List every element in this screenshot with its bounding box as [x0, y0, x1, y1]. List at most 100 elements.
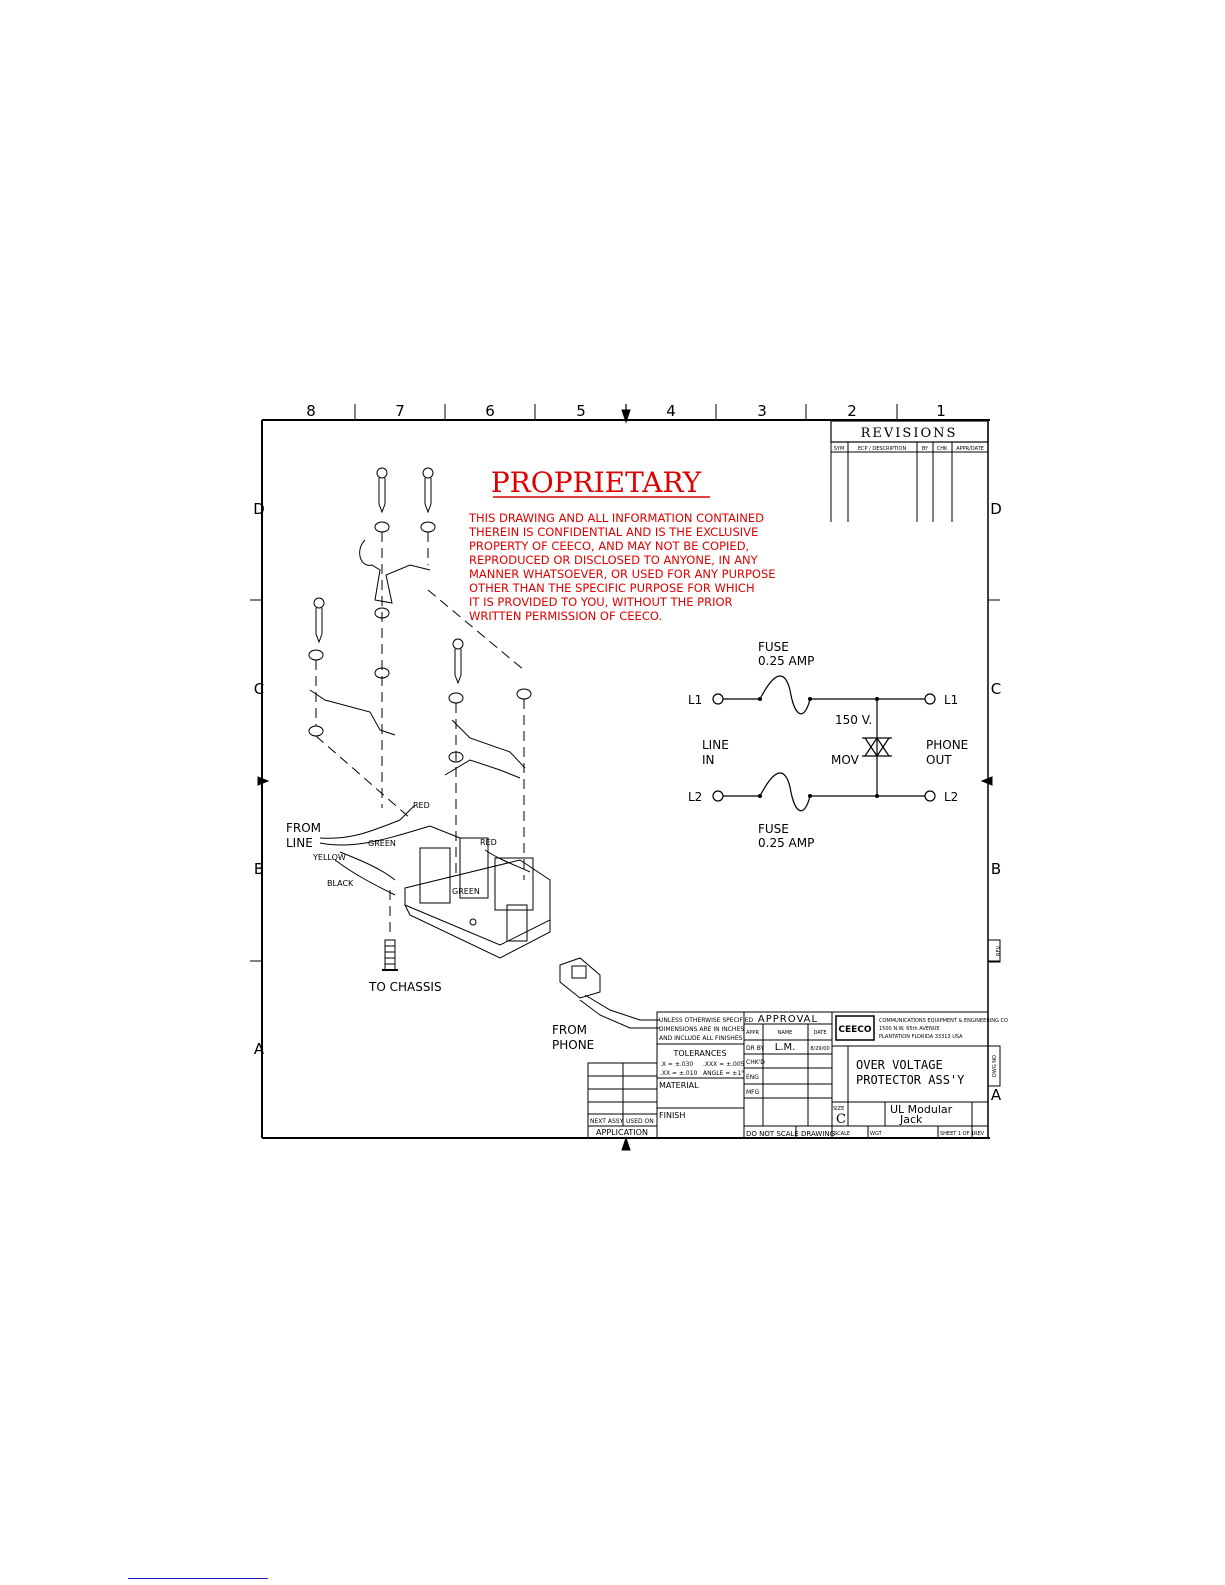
- column-label: 2: [847, 402, 857, 420]
- proprietary-line: WRITTEN PERMISSION OF CEECO.: [469, 609, 662, 623]
- from-line-label: LINE: [286, 836, 313, 850]
- eng-label: ENG: [746, 1074, 759, 1081]
- terminal-l1-in: [712, 693, 724, 705]
- wire-green-label: GREEN: [368, 839, 396, 848]
- l2-out-label: L2: [944, 790, 958, 804]
- row-label: D: [990, 500, 1002, 518]
- next-assy-label: NEXT ASSY: [590, 1118, 624, 1125]
- row-label: D: [253, 500, 265, 518]
- drawing-number: UL Modular: [890, 1103, 953, 1116]
- column-label: 6: [485, 402, 495, 420]
- revisions-headers: SYM ECP / DESCRIPTION BY CHK APPR/DATE: [834, 446, 984, 452]
- wire-bundle: [319, 804, 531, 896]
- column-label: 1: [936, 402, 946, 420]
- row-label: B: [254, 860, 264, 878]
- column-label: 4: [666, 402, 676, 420]
- fuse-label: FUSE: [758, 822, 789, 836]
- terminal-l2-in: [712, 790, 724, 802]
- assembly-labels: FROM LINE RED GREEN YELLOW BLACK RED GRE…: [286, 801, 594, 1052]
- scale-label: SCALE: [834, 1131, 850, 1137]
- note-line: AND INCLUDE ALL FINISHES: [659, 1035, 743, 1042]
- schematic-dots: [758, 697, 879, 798]
- revisions-table: [830, 420, 989, 522]
- chkd-label: CHK'D: [746, 1059, 765, 1066]
- row-label: C: [991, 680, 1001, 698]
- proprietary-line: THIS DRAWING AND ALL INFORMATION CONTAIN…: [468, 511, 764, 525]
- title-block: [587, 939, 1001, 1139]
- note-line: UNLESS OTHERWISE SPECIFIED: [659, 1017, 754, 1024]
- terminal-l2-out: [924, 790, 936, 802]
- l1-out-label: L1: [944, 693, 958, 707]
- jack-housing: [404, 837, 551, 959]
- do-not-scale-label: DO NOT SCALE DRAWING: [746, 1130, 835, 1138]
- screw: [452, 638, 464, 685]
- weight-label: WGT: [870, 1131, 883, 1137]
- phone-out-label: PHONE: [926, 738, 968, 752]
- column-label: 8: [306, 402, 316, 420]
- wire-red-label: RED: [480, 838, 497, 847]
- line-in-label: IN: [702, 753, 715, 767]
- proprietary-title: PROPRIETARY: [491, 466, 702, 499]
- fuse-top: [759, 675, 811, 715]
- material-label: MATERIAL: [659, 1081, 699, 1090]
- appr-header: APPR: [746, 1030, 759, 1036]
- tolerance: ANGLE = ±1°: [703, 1070, 744, 1077]
- proprietary-line: REPRODUCED OR DISCLOSED TO ANYONE, IN AN…: [469, 553, 759, 567]
- terminal-l1-out: [924, 693, 936, 705]
- proprietary-line: MANNER WHATSOEVER, OR USED FOR ANY PURPO…: [469, 567, 776, 581]
- wire-black-label: BLACK: [327, 879, 354, 888]
- mfg-label: MFG: [746, 1089, 760, 1096]
- wire-red-label: RED: [413, 801, 430, 810]
- voltage-label: 150 V.: [835, 713, 872, 727]
- revision-header: BY: [922, 446, 929, 452]
- fuse-bottom: [759, 772, 811, 812]
- from-phone-label: PHONE: [552, 1038, 594, 1052]
- side-dwg-label: DWG NO: [992, 1055, 998, 1077]
- mov-symbol: [862, 736, 892, 758]
- l1-in-label: L1: [688, 693, 702, 707]
- wire-yellow-label: YELLOW: [312, 853, 346, 862]
- company-name: COMMUNICATIONS EQUIPMENT & ENGINEERING C…: [879, 1018, 1008, 1024]
- from-phone-label: FROM: [552, 1023, 587, 1037]
- fuse-rating: 0.25 AMP: [758, 836, 814, 850]
- dr-by-label: DR BY: [746, 1045, 764, 1052]
- line-in-label: LINE: [702, 738, 729, 752]
- proprietary-notice: PROPRIETARY THIS DRAWING AND ALL INFORMA…: [468, 466, 776, 623]
- exploded-assembly: [308, 467, 660, 1029]
- company-city: PLANTATION FLORIDA 33313 USA: [879, 1034, 963, 1040]
- name-header: NAME: [778, 1030, 793, 1036]
- drawing-title: OVER VOLTAGE: [856, 1058, 943, 1072]
- column-label: 7: [395, 402, 405, 420]
- used-on-label: USED ON: [626, 1118, 654, 1125]
- drawing-title: PROTECTOR ASS'Y: [856, 1073, 965, 1087]
- note-line: DIMENSIONS ARE IN INCHES: [659, 1026, 744, 1033]
- proprietary-line: IT IS PROVIDED TO YOU, WITHOUT THE PRIOR: [469, 595, 733, 609]
- tolerances-title: TOLERANCES: [672, 1049, 726, 1058]
- title-block-text: UNLESS OTHERWISE SPECIFIED DIMENSIONS AR…: [590, 945, 1008, 1138]
- dr-by-date: 8/29/00: [810, 1046, 829, 1052]
- column-label: 3: [757, 402, 767, 420]
- application-label: APPLICATION: [596, 1128, 648, 1137]
- revision-header: SYM: [834, 446, 845, 452]
- fuse-label: FUSE: [758, 640, 789, 654]
- side-rev-label: REV: [996, 945, 1002, 956]
- fuse-rating: 0.25 AMP: [758, 654, 814, 668]
- from-line-label: FROM: [286, 821, 321, 835]
- row-label: A: [254, 1040, 265, 1058]
- dr-by-name: L.M.: [775, 1042, 796, 1053]
- to-chassis-label: TO CHASSIS: [368, 980, 442, 994]
- schematic-labels: FUSE 0.25 AMP L1 L1 L2 L2 LINE IN PHONE …: [688, 640, 968, 850]
- tolerance: .XXX = ±.005: [703, 1061, 745, 1068]
- finish-label: FINISH: [659, 1111, 685, 1120]
- size-label: SIZE: [833, 1106, 844, 1112]
- screw: [422, 467, 434, 514]
- proprietary-line: OTHER THAN THE SPECIFIC PURPOSE FOR WHIC…: [469, 581, 755, 595]
- size-value: C: [836, 1112, 846, 1127]
- chassis-screw: [382, 939, 398, 971]
- column-label: 5: [576, 402, 586, 420]
- row-label: B: [991, 860, 1001, 878]
- wire-green-label: GREEN: [452, 887, 480, 896]
- phone-plug: [559, 957, 660, 1029]
- footer-rule: [128, 1578, 268, 1579]
- row-labels: D C B A D C B A: [253, 500, 1002, 1104]
